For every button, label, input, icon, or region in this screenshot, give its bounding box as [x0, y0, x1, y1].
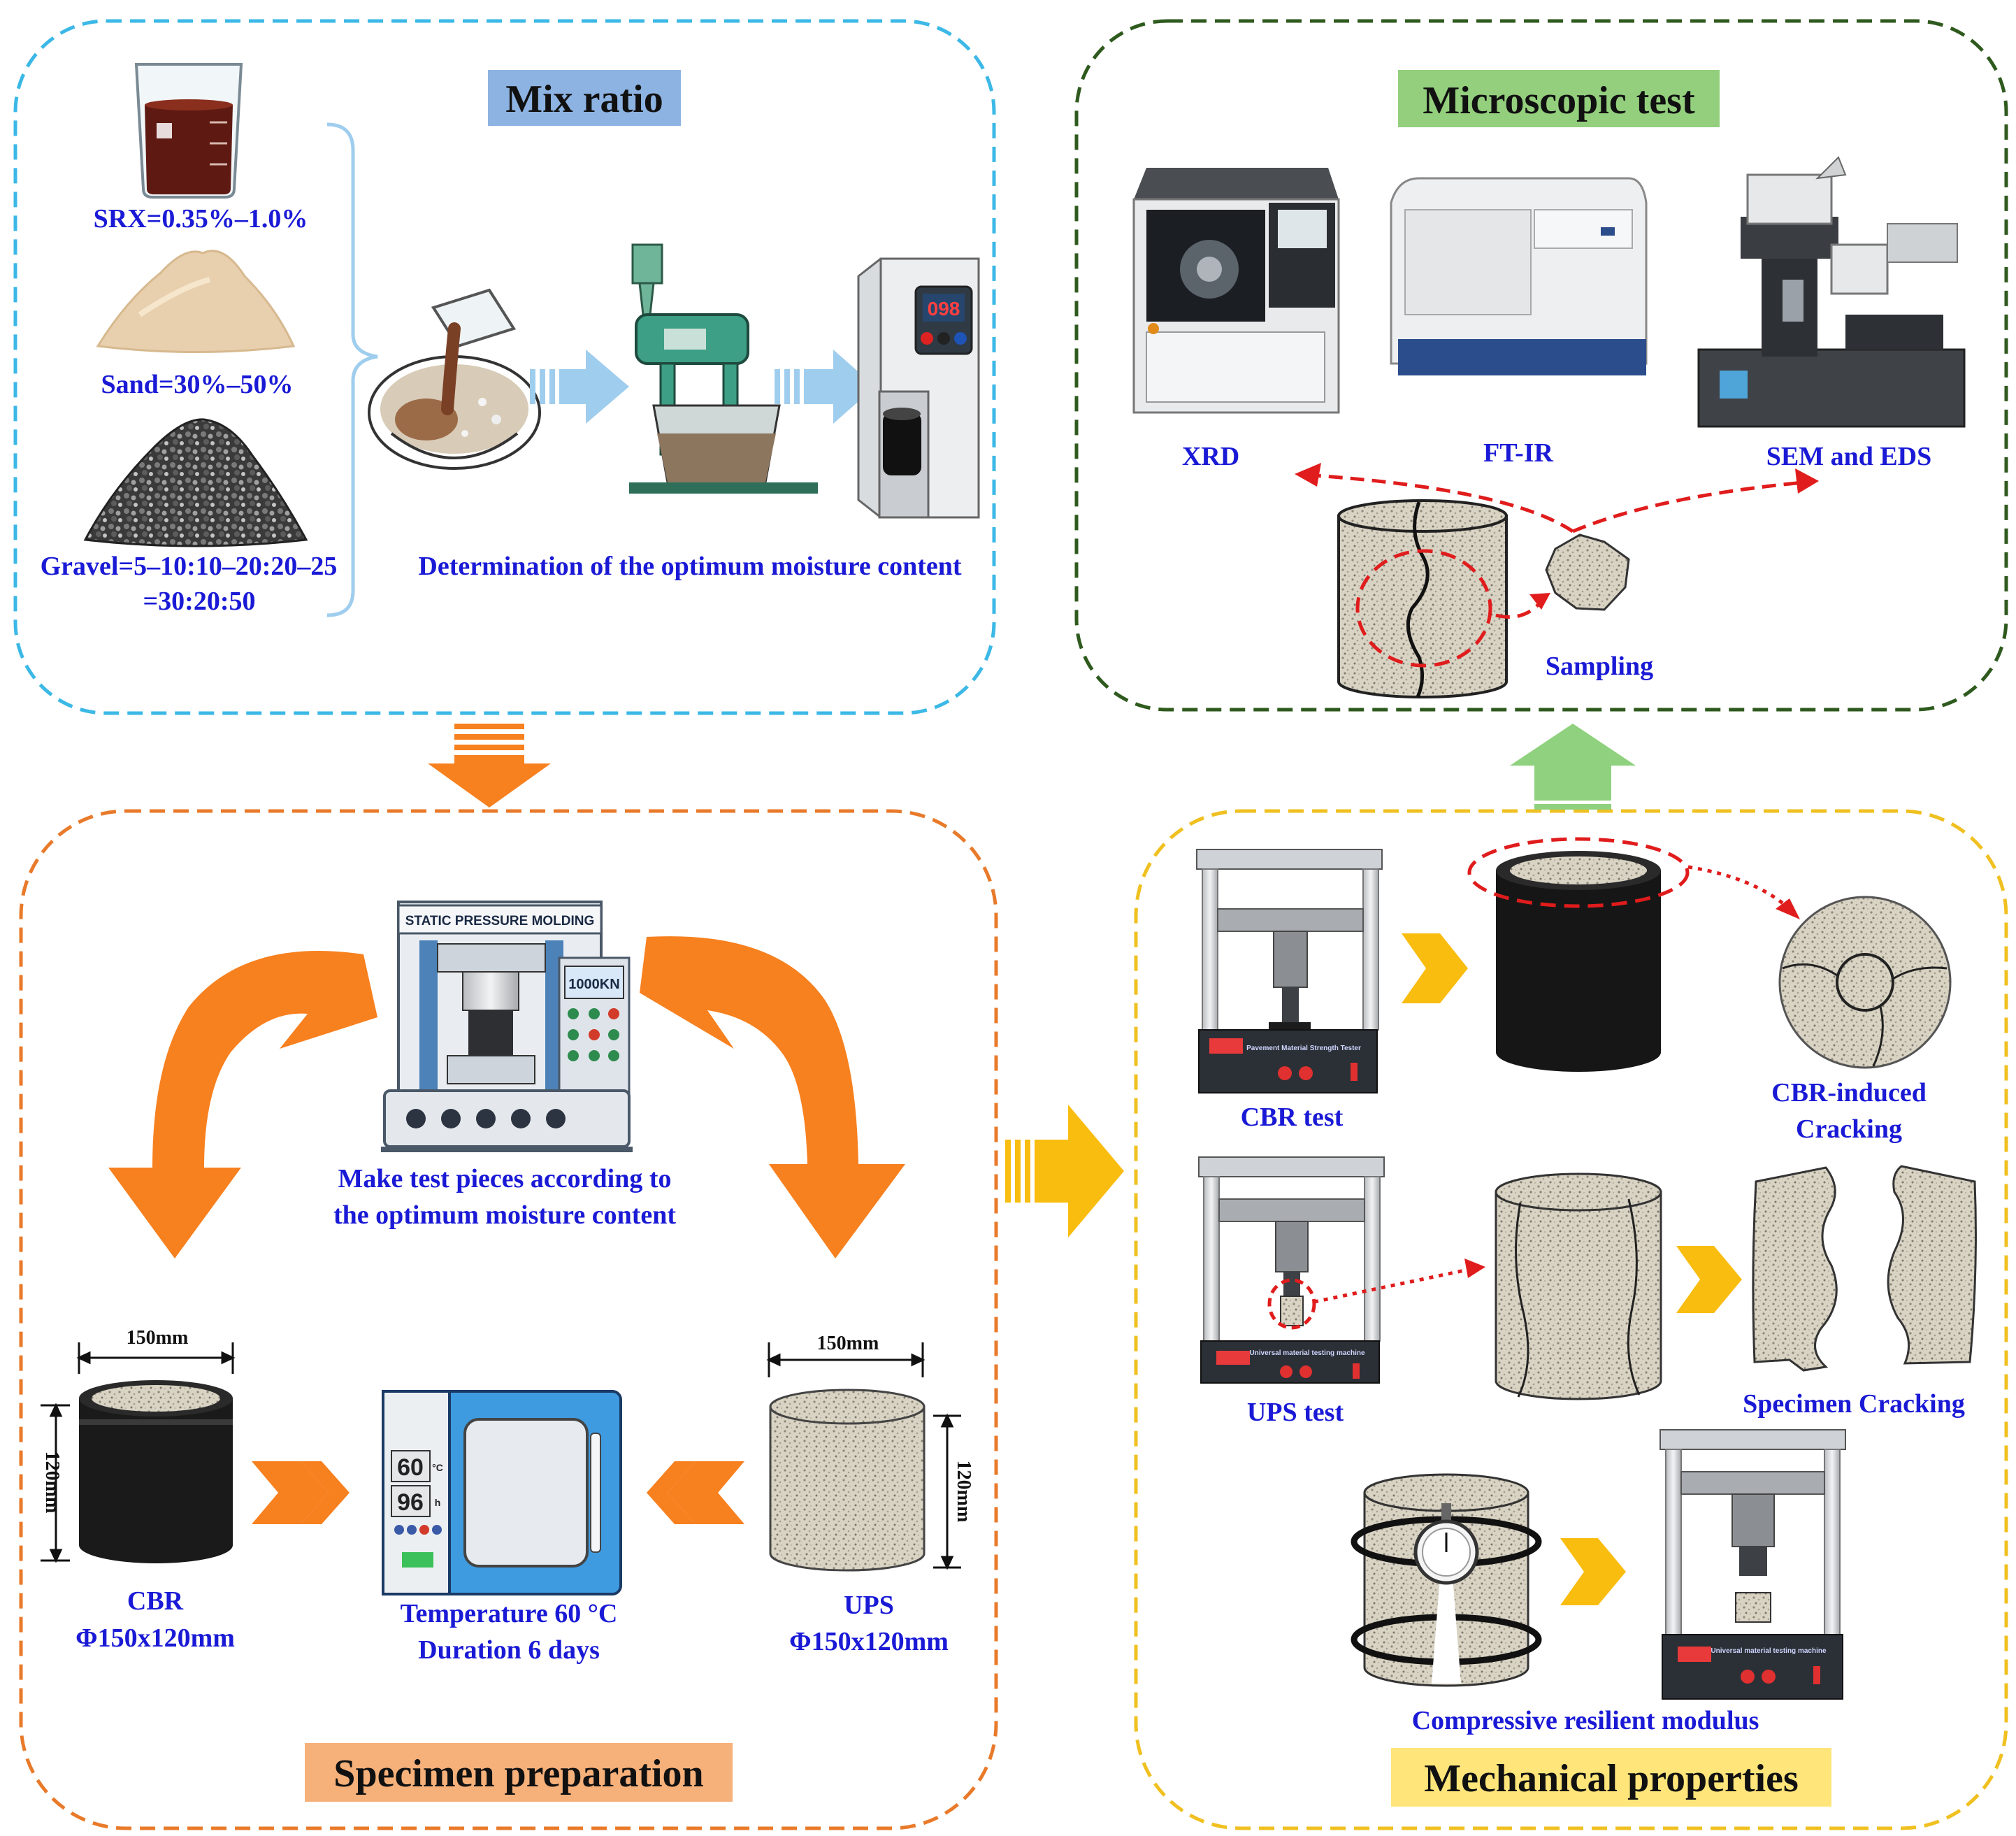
broken-specimen-icon [1752, 1165, 1977, 1372]
ftir-machine-icon [1390, 177, 1648, 375]
xrd-machine-icon [1132, 168, 1340, 414]
ups-cracked-cylinder-icon [1495, 1172, 1662, 1400]
cbr-crack-line2: Cracking [1796, 1114, 1902, 1144]
specimen-cracking-label: Specimen Cracking [1743, 1389, 1965, 1419]
srx-label: SRX=0.35%–1.0% [94, 204, 308, 234]
sand-pile-icon [96, 250, 296, 353]
ups-name: UPS [844, 1591, 894, 1620]
machine3-text: Universal material testing machine [1711, 1647, 1827, 1655]
oven-temp-value: 60 [397, 1454, 424, 1481]
gravel-pile-icon [83, 418, 308, 547]
green-up-arrow [1510, 724, 1636, 810]
sem-machine-icon [1697, 156, 1966, 428]
mix-title: Mix ratio [505, 78, 663, 121]
curved-arrow-right [640, 936, 905, 1258]
red-dotted-arrowhead-1 [1776, 898, 1800, 919]
mix-bracket [326, 122, 378, 617]
oven-icon: 60 °C 96 h [382, 1390, 622, 1595]
yellow-chevron-1 [1402, 933, 1457, 1003]
red-arrowhead-2 [1795, 468, 1819, 494]
yellow-chevron-3 [1560, 1538, 1616, 1605]
oven-temp-unit: °C [432, 1462, 443, 1473]
mix-title-bg [488, 70, 681, 126]
cbr-crack-disk-icon [1778, 896, 1952, 1069]
yellow-chevron-3b [1584, 1538, 1626, 1605]
spec-title-bg [305, 1743, 733, 1802]
orange-chevron-left [252, 1461, 350, 1524]
red-arrowhead-1 [1295, 463, 1321, 487]
ups-testing-machine-icon: Universal material testing machine [1198, 1156, 1385, 1384]
yellow-right-arrow [1005, 1105, 1124, 1238]
blue-arrow-2 [775, 350, 875, 424]
sample-fragment-icon [1545, 533, 1630, 611]
omc-label: Determination of the optimum moisture co… [418, 552, 961, 581]
oven-line1: Temperature 60 °C [401, 1599, 618, 1628]
press-label: STATIC PRESSURE MOLDING [405, 914, 595, 928]
yellow-chevron-2 [1676, 1246, 1732, 1313]
ups-height-label: 120mm [953, 1461, 974, 1523]
sampling-label: Sampling [1546, 652, 1653, 681]
mix-ratio-panel [13, 19, 996, 715]
mixer-machine-icon [629, 243, 818, 494]
yellow-chevron-2b [1700, 1246, 1742, 1313]
gravel-label-line2: =30:20:50 [143, 587, 256, 616]
cbr-name: CBR [127, 1586, 184, 1616]
mech-title-bg [1391, 1748, 1831, 1807]
machine1-text: Pavement Material Strength Tester [1246, 1045, 1361, 1052]
sand-label: Sand=30%–50% [101, 370, 293, 399]
cracked-cylinder-icon [1337, 499, 1508, 698]
cbr-height-label: 120mm [41, 1451, 63, 1514]
make-pieces-line2: the optimum moisture content [333, 1200, 676, 1230]
blue-arrow-1 [530, 350, 629, 424]
curved-arrow-left [108, 951, 377, 1258]
orange-chevron-right [647, 1461, 744, 1524]
modulus-label: Compressive resilient modulus [1412, 1706, 1759, 1735]
spec-title: Specimen preparation [333, 1752, 703, 1795]
microscopic-test-panel [1074, 19, 2008, 712]
oven-time-unit: h [435, 1497, 441, 1508]
cbr-cylinder-icon [1467, 837, 1690, 1072]
mechanical-properties-panel [1134, 809, 2008, 1830]
cbr-testing-machine-icon: Pavement Material Strength Tester [1196, 849, 1383, 1093]
dial-gauge-icon [1413, 1503, 1479, 1585]
ups-width-label: 150mm [817, 1333, 879, 1354]
sem-label: SEM and EDS [1766, 442, 1932, 471]
red-dotted-arrowhead-2 [1464, 1258, 1485, 1278]
gravel-label-line1: Gravel=5–10:10–20:20–25 [41, 552, 338, 581]
mech-title: Mechanical properties [1424, 1757, 1799, 1800]
cbr-dimension-lines [41, 1342, 236, 1563]
mixing-bowl-icon [368, 288, 541, 470]
oven-time-value: 96 [397, 1489, 424, 1516]
micro-title: Microscopic test [1423, 79, 1695, 122]
ups-size: Φ150x120mm [789, 1627, 949, 1656]
machine2-text: Universal material testing machine [1249, 1349, 1365, 1357]
modulus-testing-machine-icon: Universal material testing machine [1659, 1429, 1846, 1700]
make-pieces-line1: Make test pieces according to [338, 1164, 672, 1193]
ftir-label: FT-IR [1483, 438, 1554, 468]
yellow-chevron-1b [1426, 933, 1468, 1003]
oven-line2: Duration 6 days [418, 1635, 600, 1665]
cbr-width-label: 150mm [127, 1327, 189, 1349]
cbr-crack-line1: CBR-induced [1771, 1078, 1927, 1107]
meter-display: 098 [928, 298, 960, 320]
ups-dimension-lines [766, 1342, 961, 1570]
orange-down-arrow [428, 724, 551, 808]
static-press-machine-icon: STATIC PRESSURE MOLDING 1000KN [381, 901, 633, 1152]
ups-specimen-icon [769, 1389, 926, 1572]
micro-title-bg [1398, 70, 1720, 127]
red-arrowhead-3 [1529, 593, 1550, 610]
press-display: 1000KN [568, 977, 619, 992]
moisture-meter-icon: 098 [857, 257, 980, 519]
cbr-test-label: CBR test [1241, 1103, 1344, 1132]
cbr-specimen-icon [79, 1380, 233, 1563]
red-dotted-arrow-2 [1313, 1267, 1472, 1304]
red-dotted-arrow-1 [1687, 865, 1791, 910]
ups-test-label: UPS test [1247, 1398, 1344, 1427]
xrd-label: XRD [1182, 442, 1239, 471]
beaker-icon [134, 63, 243, 199]
specimen-preparation-panel [19, 809, 998, 1830]
cbr-size: Φ150x120mm [75, 1623, 235, 1653]
